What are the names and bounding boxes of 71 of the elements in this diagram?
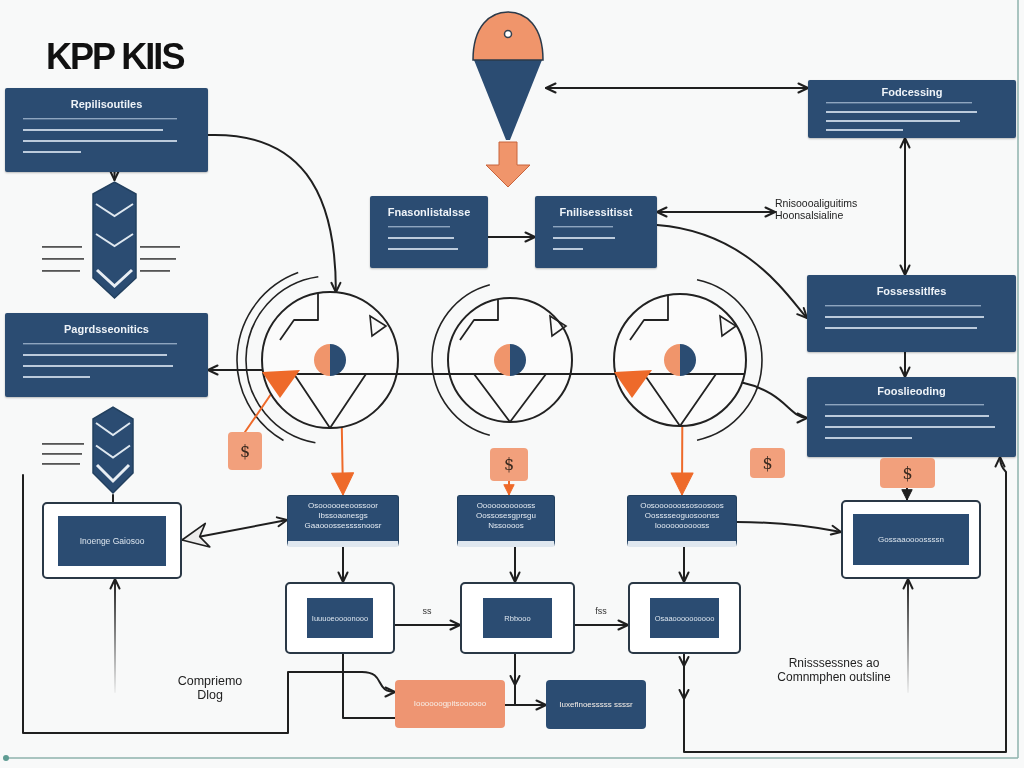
process-box [370, 196, 488, 268]
dollar-tag: $ [880, 458, 935, 488]
arrow [899, 137, 911, 276]
frame-box [841, 500, 981, 579]
edge-label: ss [421, 606, 433, 616]
connector-line [342, 653, 396, 719]
chevron-shape [92, 405, 134, 495]
dollar-tag: $ [750, 448, 785, 478]
arrow [741, 381, 808, 423]
process-box [807, 377, 1016, 457]
arrow [109, 578, 121, 693]
frame-box [285, 582, 395, 654]
process-box [807, 275, 1016, 352]
arrow [207, 364, 264, 376]
connector-line [244, 393, 273, 433]
arrow [901, 487, 913, 501]
arrow [503, 480, 515, 496]
circle-diagram [612, 292, 748, 428]
banner-box: Oooooooooooss Oossosesgprsgu Nssoooos [457, 495, 555, 547]
process-box [5, 313, 208, 397]
arrow [337, 546, 349, 583]
process-box: Iuxeflnoesssss ssssr [546, 680, 646, 729]
funnel-illustration [470, 8, 546, 188]
dollar-tag: $ [228, 432, 262, 470]
arrow [545, 82, 809, 94]
box-heading: Fooslieoding [877, 385, 946, 398]
dollar-tag: $ [490, 448, 528, 481]
arrow [902, 578, 914, 693]
connector-line [112, 494, 114, 503]
process-box [808, 80, 1016, 138]
process-box: Gossaaoooossssn [853, 514, 969, 565]
frame-box [628, 582, 741, 654]
arrow [574, 619, 629, 631]
note-text: Compriemo Dlog [176, 674, 244, 702]
circle-diagram [446, 296, 574, 424]
box-heading: Repilisoutiles [70, 98, 143, 111]
arrow [899, 351, 911, 378]
arrow [487, 231, 536, 243]
banner-box: Osoooooeeoossoor Ibssoaonesgs Gaaooossessssnoosr [287, 495, 399, 547]
diagram-title: KPP KIIS [46, 36, 184, 78]
process-box [535, 196, 657, 268]
banner-box: Oosoooooossosoosoos Oosssseoguosoonss Iooooooooooss [627, 495, 737, 547]
box-heading: Fodcessing [881, 86, 943, 99]
process-box [5, 88, 208, 172]
arrow [509, 653, 547, 711]
process-box: Ioooooogpitsoooooo [395, 680, 505, 728]
process-box: Inoenge Gaiosoo [58, 516, 166, 566]
arrow [181, 516, 288, 548]
frame-box [42, 502, 182, 579]
arrow [331, 426, 355, 496]
arrow [656, 224, 808, 319]
box-heading: Fnilisessitisst [559, 206, 633, 219]
arrow [736, 521, 842, 536]
arrow [207, 134, 342, 294]
connector-line [504, 704, 547, 706]
frame-box [460, 582, 575, 654]
arrow [509, 546, 521, 583]
arrow [678, 546, 690, 583]
box-heading: Fnasonlistalsse [387, 206, 471, 219]
box-heading: Fossessitlfes [876, 285, 947, 298]
annotation-text: Rnisoooaliguitims Hoonsalsialine [775, 197, 897, 227]
note-text: Rnisssessnes ao Comnmphen outsline [776, 656, 892, 684]
chevron-shape [92, 180, 137, 300]
circle-diagram [260, 290, 400, 430]
arrow [394, 619, 461, 631]
arrow [678, 456, 1007, 753]
arrow [109, 169, 120, 181]
box-heading: Pagrdsseonitics [64, 323, 149, 336]
edge-label: fss [594, 606, 608, 616]
arrow [22, 474, 396, 734]
arrow [656, 206, 776, 218]
